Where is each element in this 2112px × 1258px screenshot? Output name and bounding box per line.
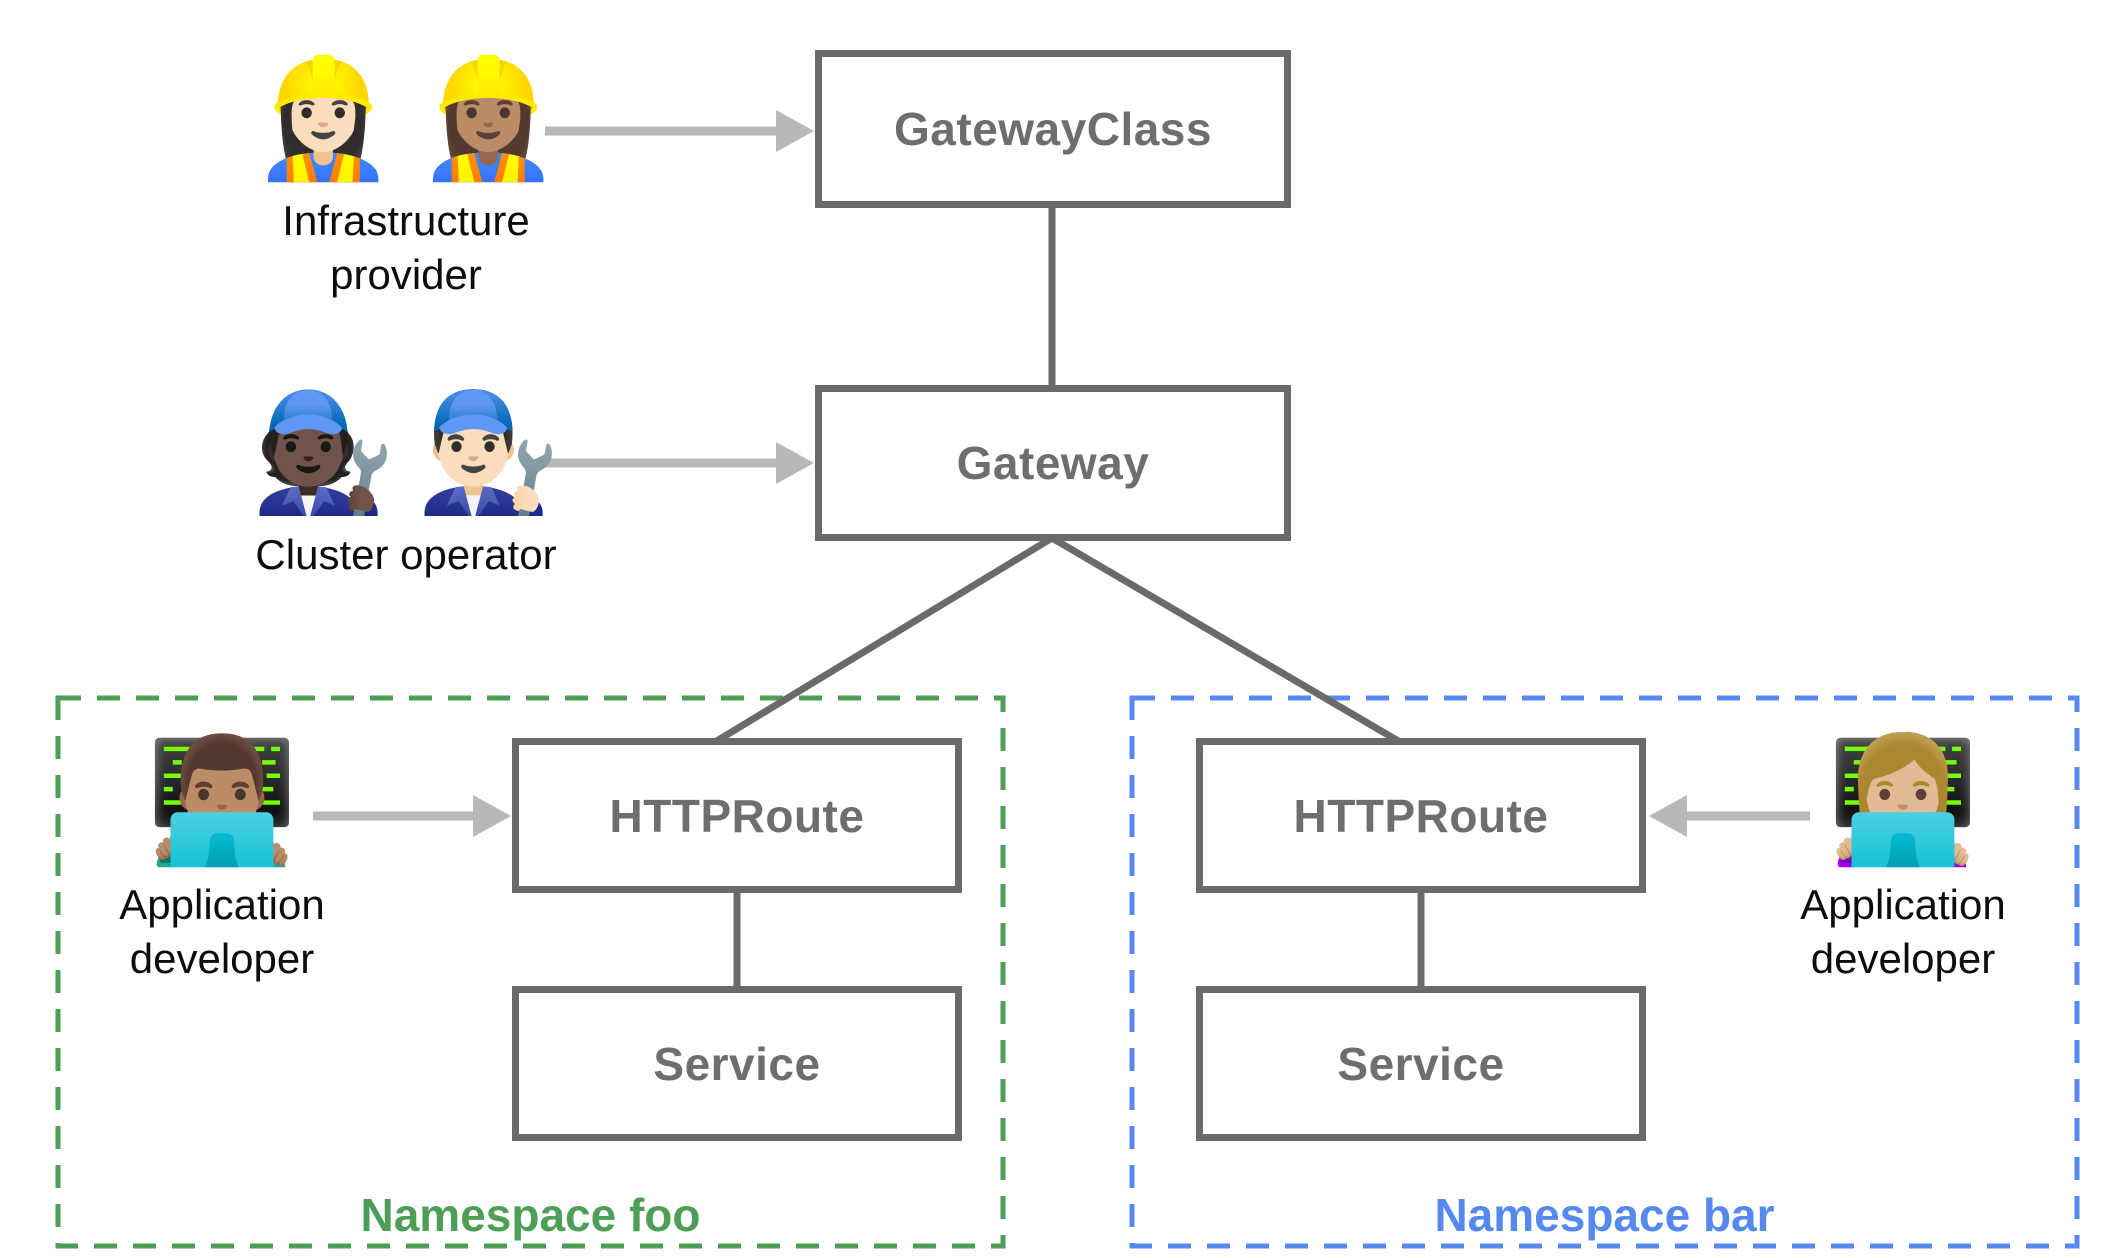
arrow-head — [776, 442, 814, 484]
node-service-foo: Service — [512, 986, 962, 1141]
node-gatewayclass-label: GatewayClass — [894, 103, 1212, 155]
node-httproute-foo-label: HTTPRoute — [609, 789, 865, 842]
arrow-app-developer-to-httproute-bar — [1649, 795, 1810, 837]
node-service-bar-label: Service — [1337, 1037, 1505, 1090]
infrastructure-provider-label: Infrastructure provider — [282, 196, 530, 298]
persona-cluster-operator: 🧑🏿‍🔧 👨🏻‍🔧 Cluster operator — [156, 387, 656, 582]
arrow-head — [776, 110, 814, 152]
connector-gateway-httproute-foo — [713, 535, 1054, 745]
woman-construction-worker-light-emoji: 👷🏻‍♀️ — [251, 53, 396, 183]
namespace-foo-border — [55, 695, 1006, 1249]
mechanic-dark-emoji: 🧑🏿‍🔧 — [251, 387, 396, 517]
man-mechanic-light-emoji: 👨🏻‍🔧 — [416, 387, 561, 517]
app-developer-bar-emoji-row: 👩🏼‍💻 — [1743, 736, 2063, 864]
persona-infrastructure-provider: 👷🏻‍♀️ 👷🏽‍♀️ Infrastructure provider — [156, 53, 656, 301]
cluster-operator-emojis: 🧑🏿‍🔧 👨🏻‍🔧 — [156, 387, 656, 517]
node-service-foo-label: Service — [653, 1037, 821, 1090]
namespace-bar-label: Namespace bar — [1434, 1189, 1775, 1241]
namespace-foo-label: Namespace foo — [360, 1189, 701, 1241]
node-gateway-label: Gateway — [956, 437, 1150, 489]
cluster-operator-label: Cluster operator — [255, 530, 557, 578]
node-httproute-bar-label: HTTPRoute — [1293, 789, 1549, 842]
node-httproute-bar: HTTPRoute — [1196, 738, 1646, 893]
arrow-app-developer-to-httproute-foo — [313, 795, 511, 837]
man-technologist-emoji: 👨🏽‍💻 — [146, 732, 298, 868]
arrow-head — [473, 795, 511, 837]
node-gateway: Gateway — [815, 385, 1291, 541]
node-service-bar: Service — [1196, 986, 1646, 1141]
app-developer-foo-emoji-row: 👨🏽‍💻 — [62, 736, 382, 864]
persona-app-developer-foo: 👨🏽‍💻 Application developer — [62, 736, 382, 986]
infrastructure-provider-emojis: 👷🏻‍♀️ 👷🏽‍♀️ — [156, 53, 656, 183]
namespace-bar-border — [1129, 695, 2080, 1249]
app-developer-bar-label: Application developer — [1800, 881, 2006, 982]
arrow-head — [1649, 795, 1687, 837]
woman-technologist-emoji: 👩🏼‍💻 — [1827, 732, 1979, 868]
arrow-cluster-operator-to-gateway — [545, 442, 814, 484]
arrow-infrastructure-provider-to-gatewayclass — [545, 110, 814, 152]
connector-gateway-httproute-bar — [1050, 534, 1402, 746]
persona-app-developer-bar: 👩🏼‍💻 Application developer — [1743, 736, 2063, 986]
woman-construction-worker-medium-emoji: 👷🏽‍♀️ — [416, 53, 561, 183]
app-developer-foo-label: Application developer — [119, 881, 325, 982]
node-httproute-foo: HTTPRoute — [512, 738, 962, 893]
node-gatewayclass: GatewayClass — [815, 50, 1291, 208]
